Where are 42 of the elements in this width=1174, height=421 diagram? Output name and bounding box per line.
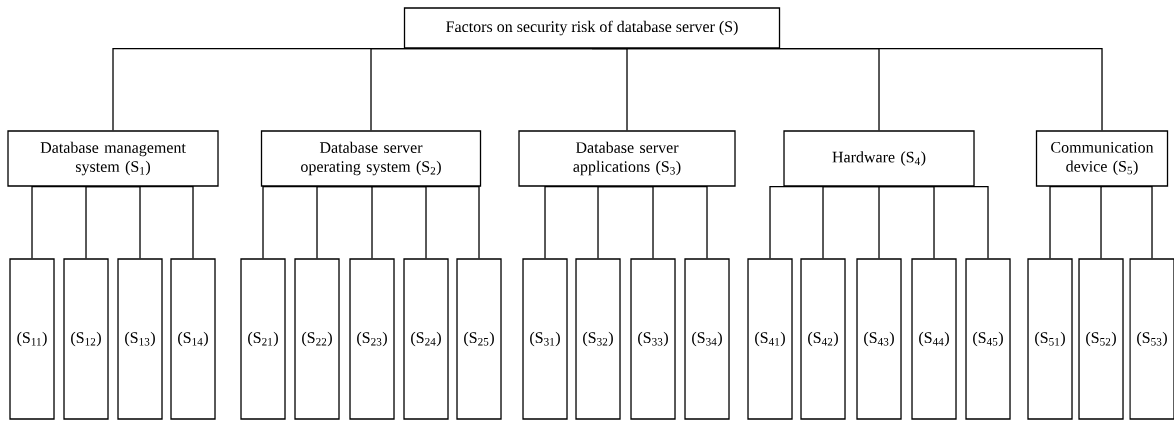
factor-box: (S$_{23}$) xyxy=(349,258,395,420)
connector-line xyxy=(370,186,373,259)
factor-box: (S$_{42}$) xyxy=(800,258,846,420)
factor-box: (S$_{32}$) xyxy=(575,258,621,420)
category-box: Hardware (S$_{4}$) xyxy=(783,130,975,187)
connector-line xyxy=(370,186,480,259)
connector-line xyxy=(370,48,593,131)
connector-line xyxy=(1100,186,1103,259)
factor-box: (S$_{22}$) xyxy=(294,258,340,420)
factor-box: (S$_{33}$) xyxy=(630,258,676,420)
connector-line xyxy=(85,186,114,259)
factor-box: (S$_{25}$) xyxy=(456,258,502,420)
factor-box: (S$_{14}$) xyxy=(170,258,216,420)
connector-line xyxy=(591,48,1103,131)
factor-box: (S$_{53}$) xyxy=(1129,258,1174,420)
connector-line xyxy=(112,186,194,259)
factor-box: (S$_{12}$) xyxy=(63,258,109,420)
connector-line xyxy=(597,186,628,259)
title-box: Factors on security risk of database server (S) xyxy=(403,7,781,49)
connector-line xyxy=(626,186,708,259)
factor-box: (S$_{45}$) xyxy=(965,258,1011,420)
factor-box: (S$_{41}$) xyxy=(747,258,793,420)
connector-line xyxy=(1101,186,1153,259)
connector-line xyxy=(1049,186,1103,259)
category-box: Communication device (S$_{5}$) xyxy=(1035,130,1169,187)
factor-box: (S$_{52}$) xyxy=(1078,258,1124,420)
factor-box: (S$_{24}$) xyxy=(403,258,449,420)
factor-box: (S$_{11}$) xyxy=(9,258,55,420)
connector-line xyxy=(878,186,989,259)
category-box: Database management system (S$_{1}$) xyxy=(7,130,219,187)
category-box: Database server operating system (S$_{2}$) xyxy=(260,130,482,187)
connector-line xyxy=(822,186,880,259)
connector-line xyxy=(878,186,880,259)
factor-box: (S$_{13}$) xyxy=(117,258,163,420)
connector-line xyxy=(316,186,372,259)
factor-box: (S$_{51}$) xyxy=(1027,258,1073,420)
factor-box: (S$_{21}$) xyxy=(240,258,286,420)
factor-box: (S$_{34}$) xyxy=(684,258,730,420)
category-box: Database server applications (S$_{3}$) xyxy=(518,130,736,187)
factor-box: (S$_{44}$) xyxy=(911,258,957,420)
factor-box: (S$_{43}$) xyxy=(856,258,902,420)
factor-box: (S$_{31}$) xyxy=(522,258,568,420)
